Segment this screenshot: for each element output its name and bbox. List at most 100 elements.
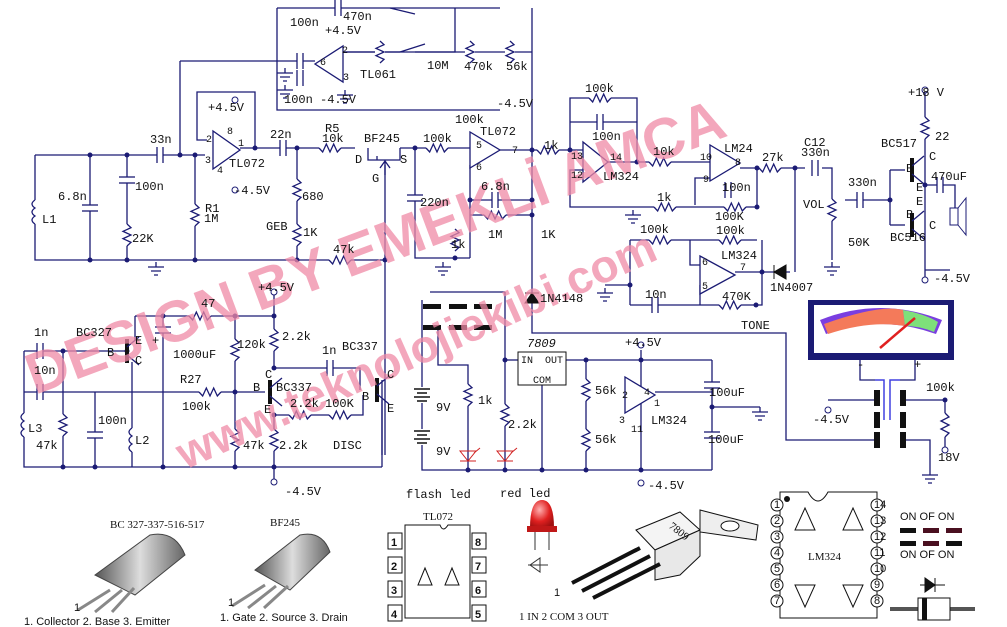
label: 100n -4.5V bbox=[284, 93, 357, 107]
terminal bbox=[270, 288, 278, 296]
label: 9V bbox=[436, 445, 451, 459]
junction bbox=[232, 313, 238, 319]
jfet-pinout: 1. Gate 2. Source 3. Drain bbox=[220, 612, 348, 624]
junction bbox=[160, 313, 166, 319]
op-amp bbox=[212, 129, 242, 171]
dip-pin-label: 4 bbox=[774, 547, 780, 559]
terminal bbox=[921, 276, 929, 284]
resistor-gap bbox=[190, 204, 200, 226]
capacitor-gap bbox=[492, 192, 498, 208]
resistor-gap bbox=[375, 41, 385, 63]
pin: 8 bbox=[227, 127, 233, 138]
inductor-icon bbox=[20, 412, 26, 438]
ground-icon bbox=[625, 210, 641, 224]
junction bbox=[271, 313, 277, 319]
junction bbox=[294, 145, 300, 151]
junction bbox=[177, 152, 183, 158]
capacitor-gap bbox=[335, 0, 341, 16]
terminal bbox=[231, 96, 239, 104]
dip-pin bbox=[870, 578, 884, 592]
resistor bbox=[648, 156, 672, 168]
resistor bbox=[57, 413, 69, 437]
transistor-leads bbox=[911, 210, 925, 240]
diode-symbol-icon bbox=[920, 577, 945, 593]
label: 470uF bbox=[931, 170, 967, 184]
resistor-gap bbox=[292, 179, 302, 201]
switch-contact bbox=[874, 390, 880, 406]
transistor-title: BC 327-337-516-517 bbox=[110, 519, 205, 531]
label: DISC bbox=[333, 439, 362, 453]
pin: 3 bbox=[619, 416, 625, 427]
label: -4.5V bbox=[934, 272, 971, 286]
label: TL061 bbox=[360, 68, 396, 82]
resistor-gap bbox=[759, 163, 781, 173]
dip-pin-label: 2 bbox=[774, 515, 780, 527]
label: 56k bbox=[506, 60, 528, 74]
label: L3 bbox=[28, 422, 42, 436]
capacitor-gap bbox=[327, 360, 333, 376]
capacitor-gap bbox=[704, 382, 720, 388]
resistor bbox=[723, 201, 747, 213]
dip-pin-label: 8 bbox=[874, 595, 880, 607]
transistor-leads bbox=[126, 336, 140, 366]
pin: 1 bbox=[654, 399, 660, 410]
resistor-gap bbox=[654, 202, 676, 212]
capacitor-gap bbox=[812, 160, 818, 176]
label: TL072 bbox=[480, 125, 516, 139]
pin: 3 bbox=[205, 156, 211, 167]
pin: 5 bbox=[476, 141, 482, 152]
resistor-gap bbox=[230, 429, 240, 451]
wire bbox=[822, 167, 833, 260]
ground-icon bbox=[597, 288, 613, 302]
switch-contact bbox=[449, 304, 467, 309]
transistor-package: BC 327-337-516-517 1 1. Collector 2. Bas… bbox=[24, 519, 205, 627]
resistor bbox=[291, 178, 303, 202]
label: TONE bbox=[741, 319, 770, 333]
junction bbox=[160, 464, 166, 470]
ground-icon bbox=[922, 470, 938, 484]
dip-pin-label: 6 bbox=[774, 579, 780, 591]
junction bbox=[232, 389, 238, 395]
resistor-gap bbox=[292, 224, 302, 246]
resistor-gap bbox=[269, 429, 279, 451]
resistor bbox=[648, 234, 672, 246]
junction bbox=[638, 357, 644, 363]
resistor-gap bbox=[719, 235, 741, 245]
wire bbox=[437, 326, 469, 470]
resistor bbox=[374, 40, 386, 64]
pin-1-label: 1 bbox=[74, 602, 80, 614]
label: E bbox=[264, 403, 271, 417]
resistor bbox=[758, 162, 782, 174]
label: BC337 bbox=[276, 381, 312, 395]
dip-pin bbox=[471, 580, 487, 598]
junction bbox=[754, 204, 760, 210]
resistor bbox=[425, 142, 449, 154]
junction bbox=[759, 269, 765, 275]
resistor-gap bbox=[589, 93, 611, 103]
label: E bbox=[916, 181, 923, 195]
dip-pin bbox=[770, 578, 784, 592]
label: 2.2k bbox=[508, 418, 537, 432]
label: 1k bbox=[451, 238, 465, 252]
label: B bbox=[906, 162, 913, 176]
resistor bbox=[291, 223, 303, 247]
dip-pin bbox=[387, 556, 403, 574]
terminal bbox=[637, 479, 645, 487]
regulator-box bbox=[517, 351, 567, 386]
junction bbox=[567, 147, 573, 153]
switch-contact bbox=[900, 432, 906, 448]
op-amp bbox=[582, 140, 610, 184]
label: TL072 bbox=[229, 157, 265, 171]
switch-contact bbox=[474, 325, 492, 330]
capacitor-gap bbox=[725, 182, 731, 198]
resistor-gap bbox=[426, 143, 448, 153]
junction bbox=[192, 152, 198, 158]
junction bbox=[271, 412, 277, 418]
label: 22 bbox=[935, 130, 949, 144]
dip-pin bbox=[471, 604, 487, 622]
wire bbox=[689, 240, 700, 266]
pin: 5 bbox=[702, 282, 708, 293]
label: 100k bbox=[182, 400, 211, 414]
label: 56k bbox=[595, 384, 617, 398]
